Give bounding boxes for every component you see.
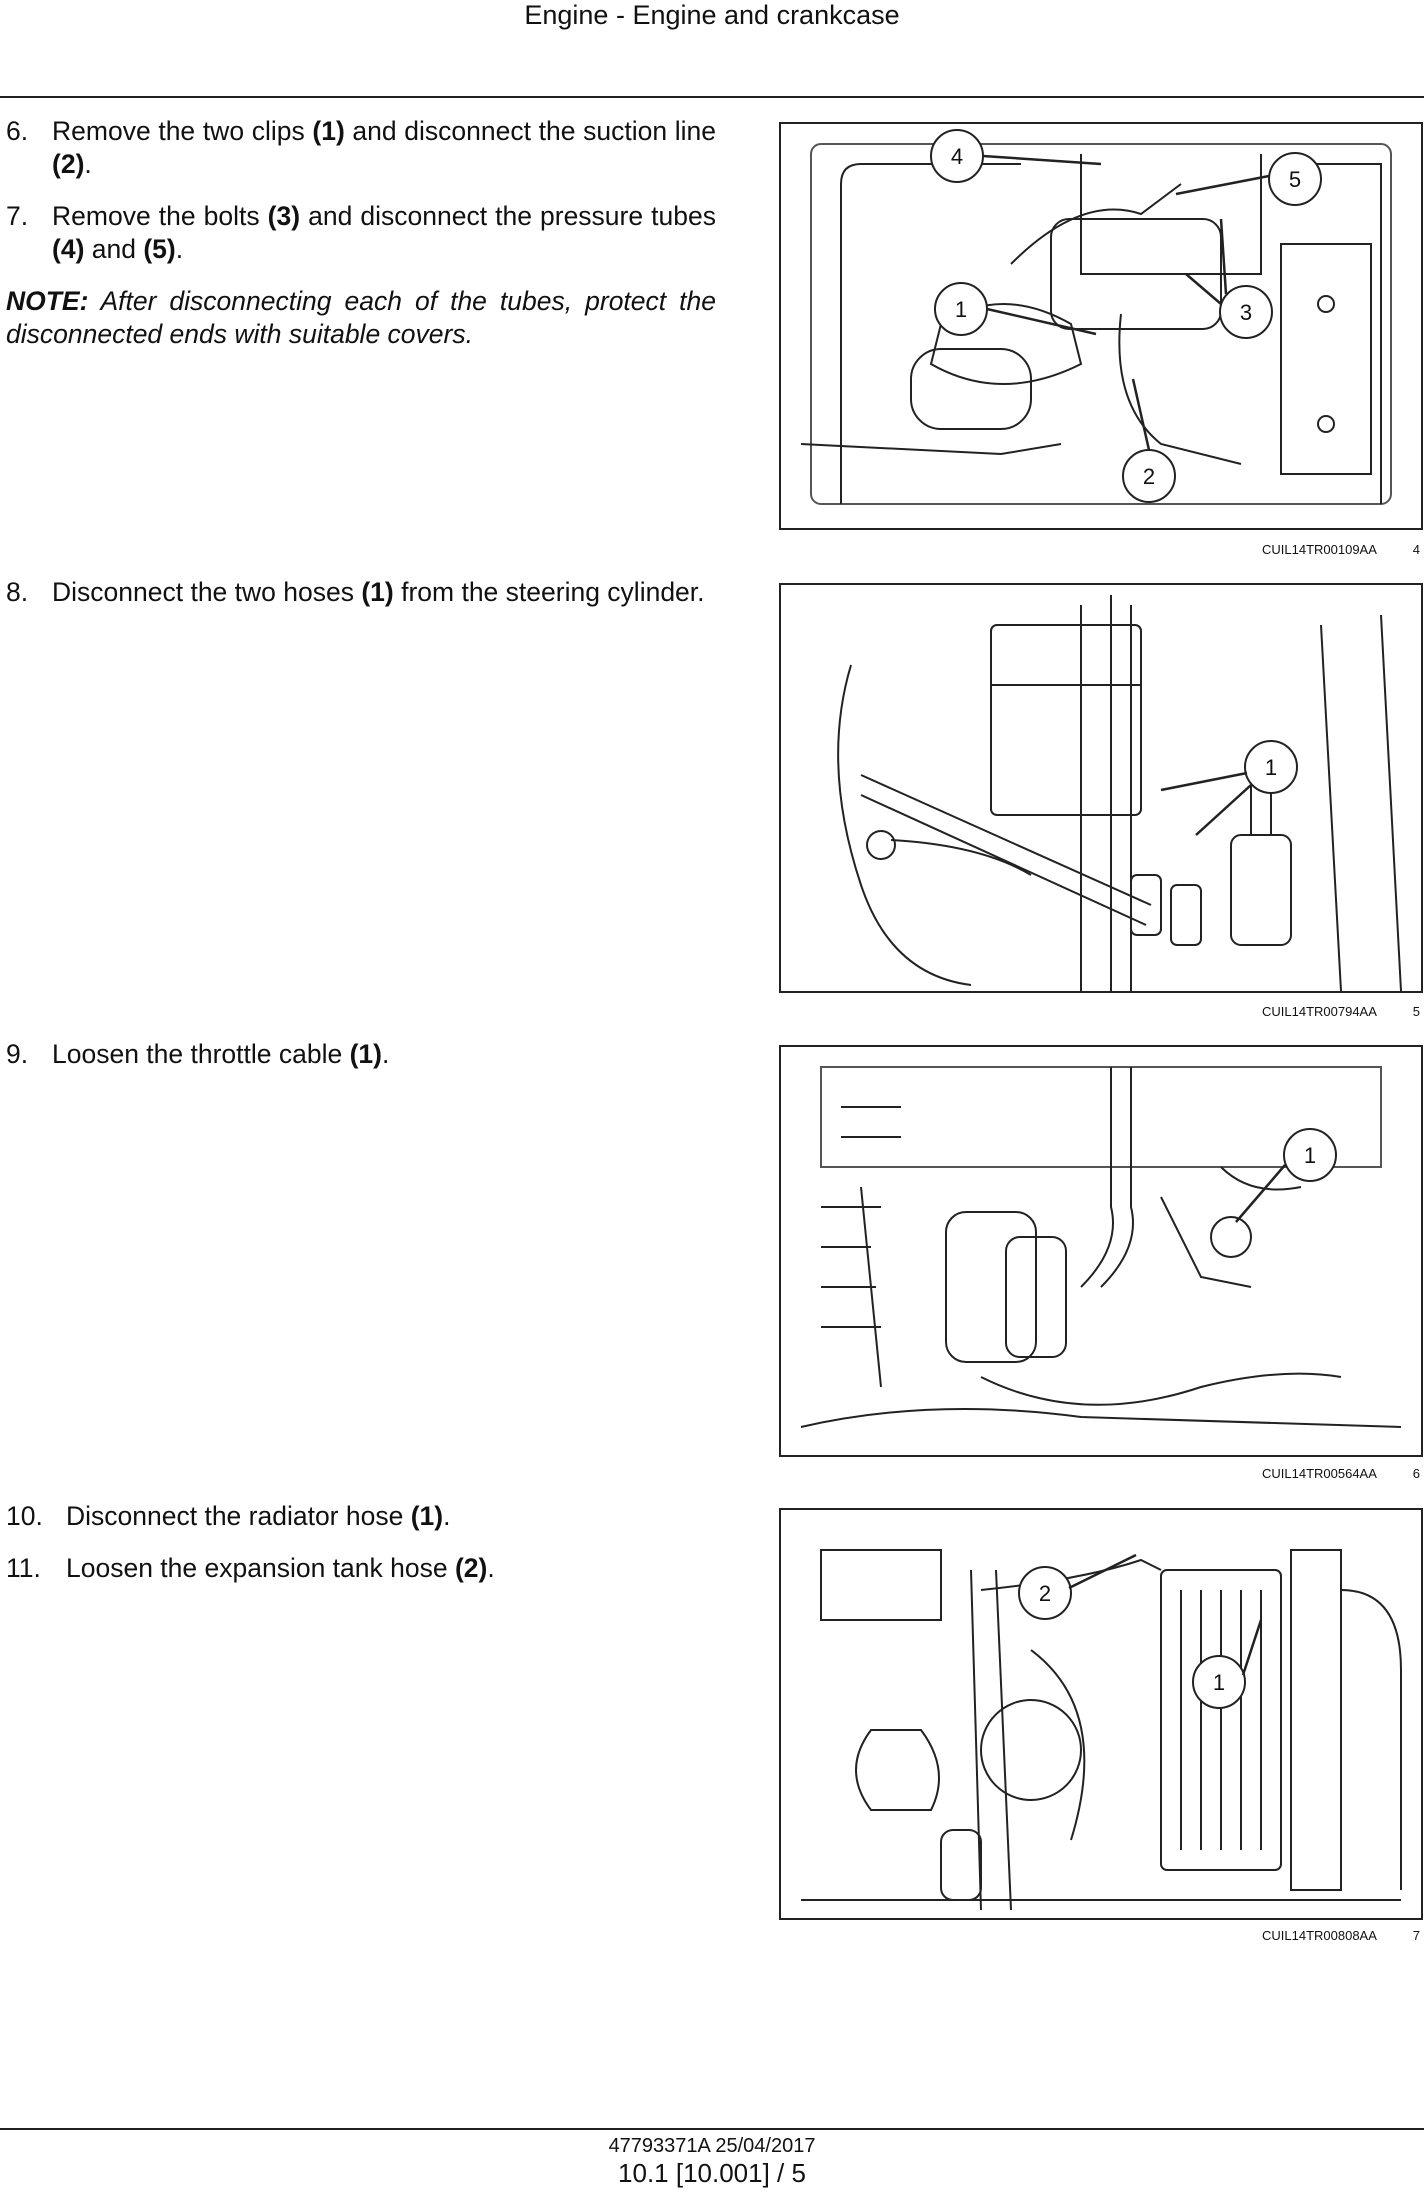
steps-section-3: 9. Loosen the throttle cable (1). xyxy=(6,1038,716,1090)
step-10: 10. Disconnect the radiator hose (1). xyxy=(6,1500,716,1533)
steps-section-1: 6. Remove the two clips (1) and disconne… xyxy=(6,115,716,351)
callout-reference: (4) xyxy=(52,234,85,264)
callout-reference: (3) xyxy=(267,201,301,231)
step-number: 6. xyxy=(6,116,29,146)
steps-section-2: 8. Disconnect the two hoses (1) from the… xyxy=(6,576,716,628)
radiator-drawing: 2 1 xyxy=(801,1549,1402,1911)
footer-page-number: 10.1 [10.001] / 5 xyxy=(618,2158,806,2188)
step-text: Remove the two clips (1) and disconnect … xyxy=(52,116,717,179)
step-8: 8. Disconnect the two hoses (1) from the… xyxy=(6,576,716,609)
figure-code: CUIL14TR00109AA xyxy=(1262,542,1377,557)
callout-reference: (1) xyxy=(361,577,394,607)
step-number: 7. xyxy=(6,201,29,231)
figure-number: 7 xyxy=(1412,1928,1420,1943)
callout-reference: (1) xyxy=(349,1039,382,1069)
page-header-title: Engine - Engine and crankcase xyxy=(524,0,900,30)
callout-reference: (2) xyxy=(454,1553,488,1583)
callout-reference: (1) xyxy=(312,116,345,146)
callout-label: 2 xyxy=(1143,464,1155,489)
step-text: Disconnect the radiator hose (1). xyxy=(66,1501,451,1531)
note-label: NOTE: xyxy=(6,286,89,316)
callout-reference: (1) xyxy=(410,1501,444,1531)
step-text: Loosen the throttle cable (1). xyxy=(52,1039,390,1069)
step-number: 11. xyxy=(6,1553,41,1583)
callout-label: 1 xyxy=(1304,1143,1316,1168)
steering-cylinder-drawing: 1 xyxy=(837,595,1402,991)
step-number: 9. xyxy=(6,1039,29,1069)
engine-line-drawing: 1 2 3 4 5 xyxy=(800,129,1392,505)
figure-4-illustration: 1 2 3 4 5 xyxy=(779,122,1423,530)
page-footer: 47793371A 25/04/2017 10.1 [10.001] / 5 xyxy=(0,2134,1424,2188)
callout-reference: (2) xyxy=(52,149,85,179)
callout-label: 2 xyxy=(1039,1581,1051,1606)
figure-5-illustration: 1 xyxy=(779,583,1423,993)
figure-code: CUIL14TR00808AA xyxy=(1262,1928,1377,1943)
step-text: Loosen the expansion tank hose (2). xyxy=(66,1553,495,1583)
figure-number: 6 xyxy=(1412,1466,1420,1481)
figure-6-illustration: 1 xyxy=(779,1045,1423,1457)
header-rule xyxy=(0,96,1424,98)
step-6: 6. Remove the two clips (1) and disconne… xyxy=(6,115,716,181)
callout-reference: (5) xyxy=(143,234,176,264)
step-7: 7. Remove the bolts (3) and disconnect t… xyxy=(6,200,716,266)
footer-doc-code: 47793371A 25/04/2017 xyxy=(608,2135,816,2157)
step-text: Remove the bolts (3) and disconnect the … xyxy=(52,201,716,264)
figure-number: 4 xyxy=(1412,542,1420,557)
figure-number: 5 xyxy=(1412,1004,1420,1019)
note: NOTE: After disconnecting each of the tu… xyxy=(6,285,716,351)
step-text: Disconnect the two hoses (1) from the st… xyxy=(52,577,705,607)
step-9: 9. Loosen the throttle cable (1). xyxy=(6,1038,716,1071)
callout-label: 5 xyxy=(1289,167,1301,192)
figure-code: CUIL14TR00564AA xyxy=(1262,1466,1377,1481)
callout-label: 1 xyxy=(1265,755,1277,780)
steps-section-4: 10. Disconnect the radiator hose (1). 11… xyxy=(6,1500,716,1604)
throttle-cable-drawing: 1 xyxy=(800,1066,1402,1428)
step-number: 10. xyxy=(6,1501,43,1531)
step-11: 11. Loosen the expansion tank hose (2). xyxy=(6,1552,716,1585)
callout-label: 3 xyxy=(1240,300,1252,325)
callout-label: 1 xyxy=(955,297,967,322)
step-number: 8. xyxy=(6,577,29,607)
note-text: After disconnecting each of the tubes, p… xyxy=(6,286,716,349)
footer-rule xyxy=(0,2128,1424,2130)
callout-label: 4 xyxy=(951,144,963,169)
figure-code: CUIL14TR00794AA xyxy=(1262,1004,1377,1019)
callout-label: 1 xyxy=(1213,1670,1225,1695)
figure-7-illustration: 2 1 xyxy=(779,1508,1423,1920)
